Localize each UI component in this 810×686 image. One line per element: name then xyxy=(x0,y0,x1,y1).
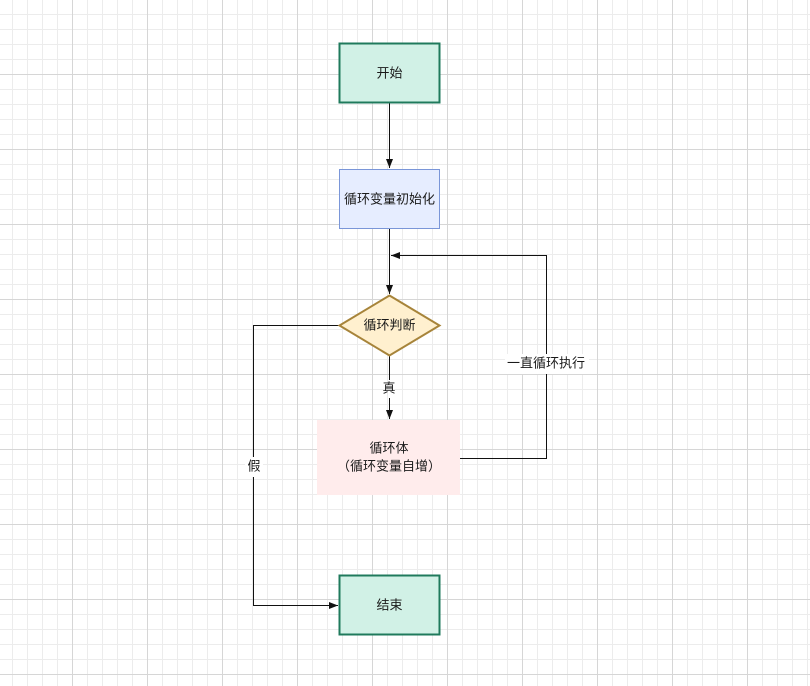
loop-body-node[interactable]: 循环体 （循环变量自增） xyxy=(317,420,460,495)
end-node[interactable]: 结束 xyxy=(338,574,441,636)
init-node-shape xyxy=(339,169,440,229)
condition-node[interactable]: 循环判断 xyxy=(337,294,442,357)
start-node-label: 开始 xyxy=(376,67,402,82)
start-node-shape xyxy=(338,42,441,104)
end-node-shape xyxy=(338,574,441,636)
start-node[interactable]: 开始 xyxy=(338,42,441,104)
condition-node-label: 循环判断 xyxy=(363,319,415,334)
init-node[interactable]: 循环变量初始化 xyxy=(339,169,440,229)
init-node-label: 循环变量初始化 xyxy=(344,192,435,208)
loop-body-label-line2: （循环变量自增） xyxy=(337,459,441,475)
loop-label-bg xyxy=(505,354,589,374)
true-branch-label: 真 xyxy=(382,382,395,397)
loop-branch-label: 一直循环执行 xyxy=(507,357,585,372)
loop-body-label-line1: 循环体 xyxy=(369,442,408,457)
loop-body-node-shape xyxy=(317,420,460,495)
false-branch-label: 假 xyxy=(247,460,260,475)
end-node-label: 结束 xyxy=(376,599,402,614)
false-label-bg xyxy=(245,457,263,477)
condition-node-shape xyxy=(337,294,442,357)
